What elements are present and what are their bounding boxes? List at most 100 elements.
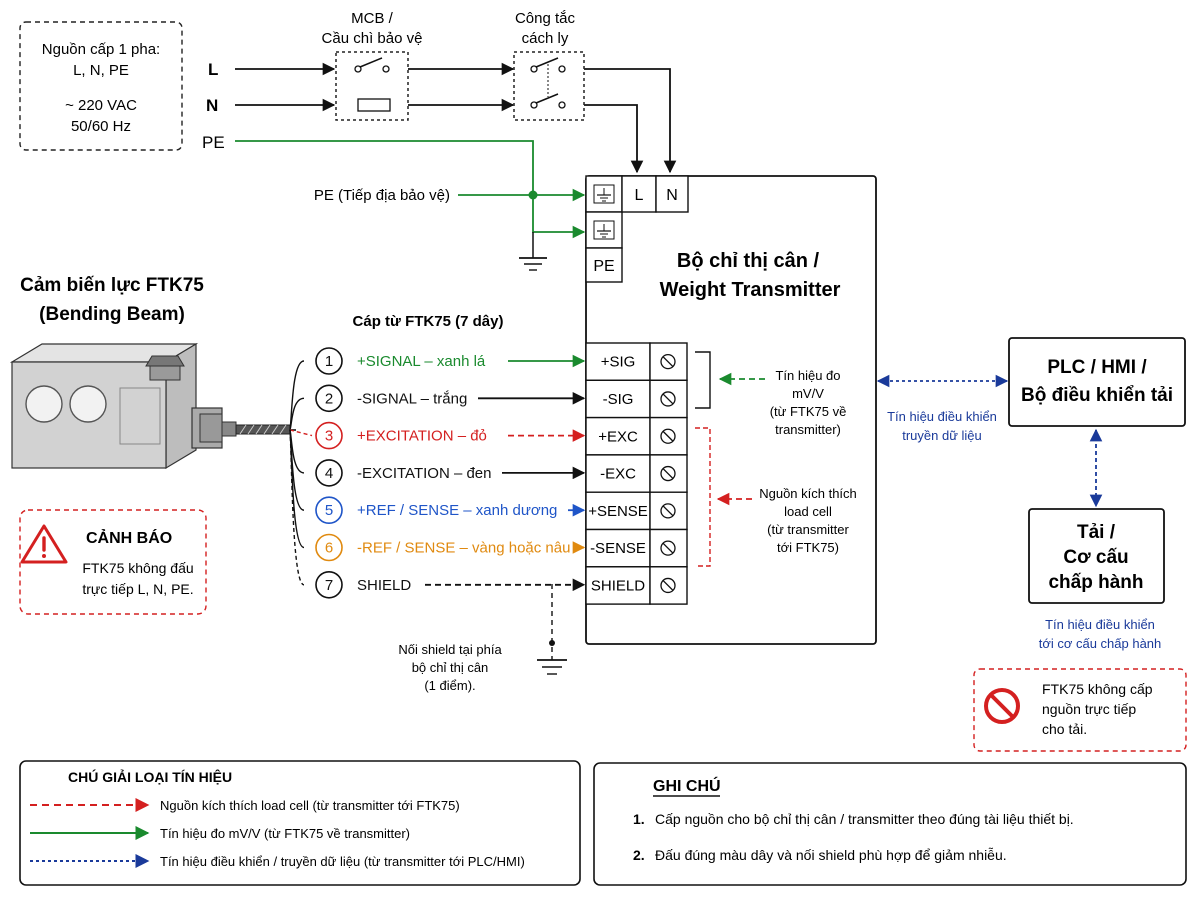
wire-number-badge (315, 347, 343, 375)
wire-label: SHIELD (357, 577, 411, 594)
terminal-label: +EXC (598, 428, 638, 445)
terminal-l: L (635, 187, 644, 204)
screw-slot (662, 579, 674, 591)
warning-line-2: trực tiếp L, N, PE. (82, 581, 193, 597)
terminal-pe: PE (593, 258, 614, 275)
screw-slot (662, 542, 674, 554)
mcb-title-1: MCB / (351, 10, 394, 27)
weight-transmitter: L N PE Bộ chỉ thị cân / Weight Transmitt… (585, 175, 877, 645)
sensor-title-1: Cảm biến lực FTK75 (20, 275, 204, 296)
wire-label: -EXCITATION – đen (357, 465, 491, 482)
wire-label: -REF / SENSE – vàng hoặc nâu (357, 540, 570, 557)
signal-note-1: Tín hiệu đo (775, 368, 840, 383)
shield-note: Nối shield tại phía bộ chỉ thị cân (1 đi… (398, 642, 502, 693)
wire-number-badge (315, 421, 343, 450)
excitation-note-1: Nguồn kích thích (759, 486, 857, 501)
load-line-1: Tải / (1077, 522, 1116, 543)
warning-box: CẢNH BÁO FTK75 không đấu trực tiếp L, N,… (19, 509, 207, 615)
load-box: Tải / Cơ cấu chấp hành (1028, 508, 1165, 604)
line-n-label: N (206, 96, 218, 115)
load-line-3: chấp hành (1048, 572, 1143, 593)
l-n-wiring (235, 62, 677, 174)
ground-terminal-icon-1 (593, 184, 615, 204)
legend-item-signal: Tín hiệu đo mV/V (từ FTK75 về transmitte… (160, 826, 410, 841)
wire-number-badge (315, 570, 343, 599)
cable-wires: 1+SIGNAL – xanh lá 2 -SIGNAL – trắng 3+EXCI… (315, 347, 586, 599)
wire-row: 1+SIGNAL – xanh lá (315, 347, 586, 375)
cable-strand (289, 429, 313, 437)
excitation-note-3: (từ transmitter (767, 522, 849, 537)
wire-number: 2 (325, 390, 333, 407)
power-supply-line4: 50/60 Hz (71, 118, 131, 135)
legend-item-data: Tín hiệu điều khiển / truyền dữ liệu (từ… (160, 854, 525, 869)
screw-slot (662, 468, 674, 480)
sensor-title-2: (Bending Beam) (39, 304, 185, 325)
screw-slot (662, 393, 674, 405)
warning-triangle-icon (20, 524, 68, 564)
excitation-note-4: tới FTK75) (777, 540, 839, 555)
load-cell-illustration (9, 342, 291, 470)
plc-line-1: PLC / HMI / (1047, 357, 1147, 378)
terminal-label: SHIELD (591, 577, 645, 594)
shield-note-1: Nối shield tại phía (398, 642, 502, 657)
plc-line-2: Bộ điều khiển tải (1021, 385, 1173, 406)
load-note: Tín hiệu điều khiển tới cơ cấu chấp hành (1039, 617, 1162, 651)
terminal-label: -SIG (603, 391, 634, 408)
excitation-note-2: load cell (784, 504, 832, 519)
load-note-1: Tín hiệu điều khiển (1045, 617, 1155, 632)
comm-note: Tín hiệu điều khiển truyền dữ liệu (887, 409, 997, 443)
wire-number: 5 (325, 502, 333, 519)
line-pe-label: PE (202, 133, 225, 152)
terminal-label: -EXC (600, 466, 636, 483)
wire-row: 5+REF / SENSE – xanh dương (315, 496, 586, 525)
wire-number: 1 (325, 353, 333, 370)
power-supply-line2: L, N, PE (73, 62, 129, 79)
isolator-title-2: cách ly (522, 30, 569, 47)
isolator-switch: Công tắc cách ly (513, 10, 585, 121)
wire-number: 7 (325, 577, 333, 594)
transmitter-title-2: Weight Transmitter (660, 279, 841, 301)
shield-note-2: bộ chỉ thị cân (412, 660, 489, 675)
signal-note: Tín hiệu đo mV/V (từ FTK75 về transmitte… (770, 368, 847, 437)
wire-number: 6 (325, 540, 333, 557)
isolator-title-1: Công tắc (515, 10, 576, 27)
signal-note-3: (từ FTK75 về (770, 404, 847, 419)
screw-slot (662, 505, 674, 517)
notes-box: GHI CHÚ 1. Cấp nguồn cho bộ chỉ thị cân … (593, 762, 1187, 886)
warning-title: CẢNH BÁO (86, 528, 172, 547)
signal-note-4: transmitter) (775, 422, 841, 437)
power-supply-box: Nguồn cấp 1 pha: L, N, PE ~ 220 VAC 50/6… (19, 21, 183, 151)
pe-wiring (235, 140, 586, 271)
load-line-2: Cơ cấu (1063, 547, 1128, 568)
no-power-box: FTK75 không cấp nguồn trực tiếp cho tải. (973, 668, 1187, 752)
terminal-label: +SENSE (588, 503, 648, 520)
line-l-label: L (208, 60, 218, 79)
no-power-line-3: cho tải. (1042, 721, 1087, 737)
no-power-line-1: FTK75 không cấp (1042, 681, 1153, 697)
cable-title: Cáp từ FTK75 (7 dây) (353, 313, 504, 330)
wire-number-badge (315, 459, 343, 487)
comm-note-1: Tín hiệu điều khiển (887, 409, 997, 424)
terminal-label: +SIG (601, 354, 636, 371)
prohibited-icon (984, 688, 1020, 724)
warning-line-1: FTK75 không đấu (82, 560, 193, 576)
notes-title: GHI CHÚ (653, 776, 721, 795)
note-2-num: 2. (633, 847, 645, 863)
cable-strand (289, 429, 305, 586)
power-supply-line3: ~ 220 VAC (65, 97, 137, 114)
wire-number: 3 (325, 428, 333, 445)
excitation-note: Nguồn kích thích load cell (từ transmitt… (759, 486, 857, 555)
screw-slot (662, 430, 674, 442)
no-power-line-2: nguồn trực tiếp (1042, 701, 1136, 717)
note-1-text: Cấp nguồn cho bộ chỉ thị cân / transmitt… (655, 811, 1074, 827)
wire-label: -SIGNAL – trắng (357, 390, 467, 407)
mcb-title-2: Cầu chì bảo vệ (322, 30, 423, 47)
terminal-cell (585, 566, 651, 605)
signal-note-2: mV/V (792, 386, 824, 401)
wire-row: 3+EXCITATION – đỏ (315, 421, 586, 450)
note-1-num: 1. (633, 811, 645, 827)
ground-terminal-icon-2 (593, 220, 615, 240)
screw-slot (662, 356, 674, 368)
